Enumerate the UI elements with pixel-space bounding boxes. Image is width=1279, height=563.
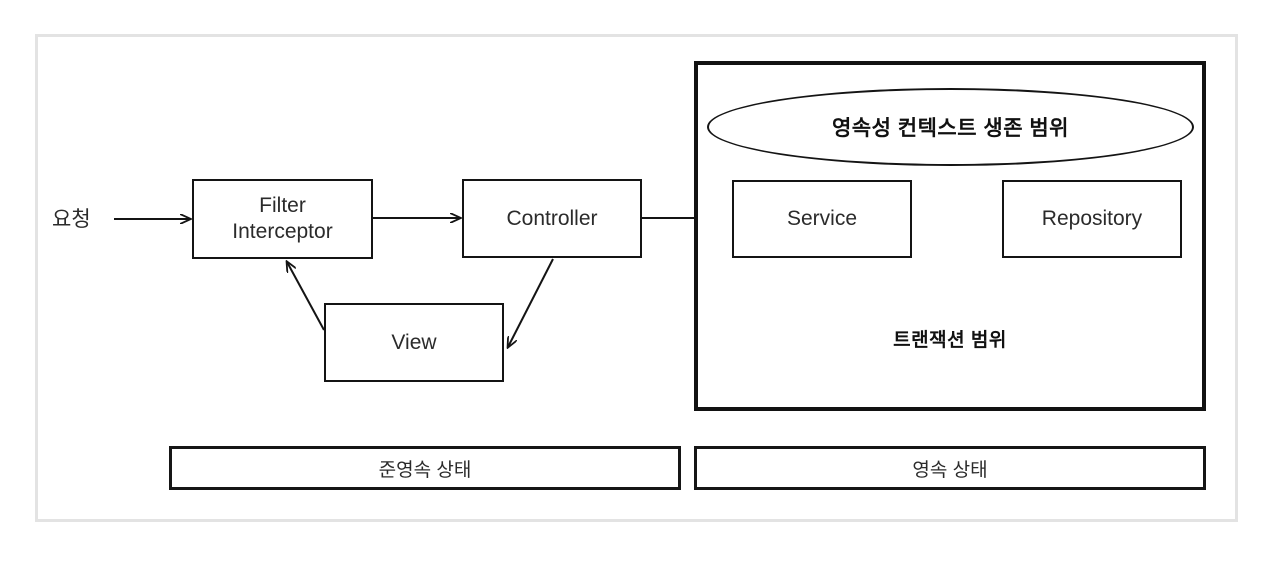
state-bar-detached: 준영속 상태 (169, 446, 681, 490)
persistence-context-scope-label: 영속성 컨텍스트 생존 범위 (831, 117, 1070, 140)
state-bar-persistent-label: 영속 상태 (912, 459, 988, 481)
node-controller[interactable]: Controller (462, 179, 642, 258)
node-view-label: View (391, 330, 437, 354)
node-view[interactable]: View (324, 303, 504, 382)
node-service-label: Service (786, 207, 858, 231)
transaction-scope-caption: 트랜잭션 범위 (893, 330, 1007, 351)
node-service[interactable]: Service (732, 180, 912, 258)
node-controller-label: Controller (506, 206, 598, 230)
state-bar-persistent: 영속 상태 (694, 446, 1206, 490)
request-label: 요청 (52, 208, 91, 231)
node-filter-interceptor-line1: Filter (259, 194, 306, 218)
node-repository[interactable]: Repository (1002, 180, 1182, 258)
node-filter-interceptor[interactable]: Filter Interceptor (192, 179, 373, 259)
state-bar-detached-label: 준영속 상태 (378, 459, 472, 481)
node-repository-label: Repository (1041, 207, 1143, 231)
node-filter-interceptor-line2: Interceptor (232, 220, 333, 243)
persistence-context-scope-pill: 영속성 컨텍스트 생존 범위 (707, 88, 1194, 166)
